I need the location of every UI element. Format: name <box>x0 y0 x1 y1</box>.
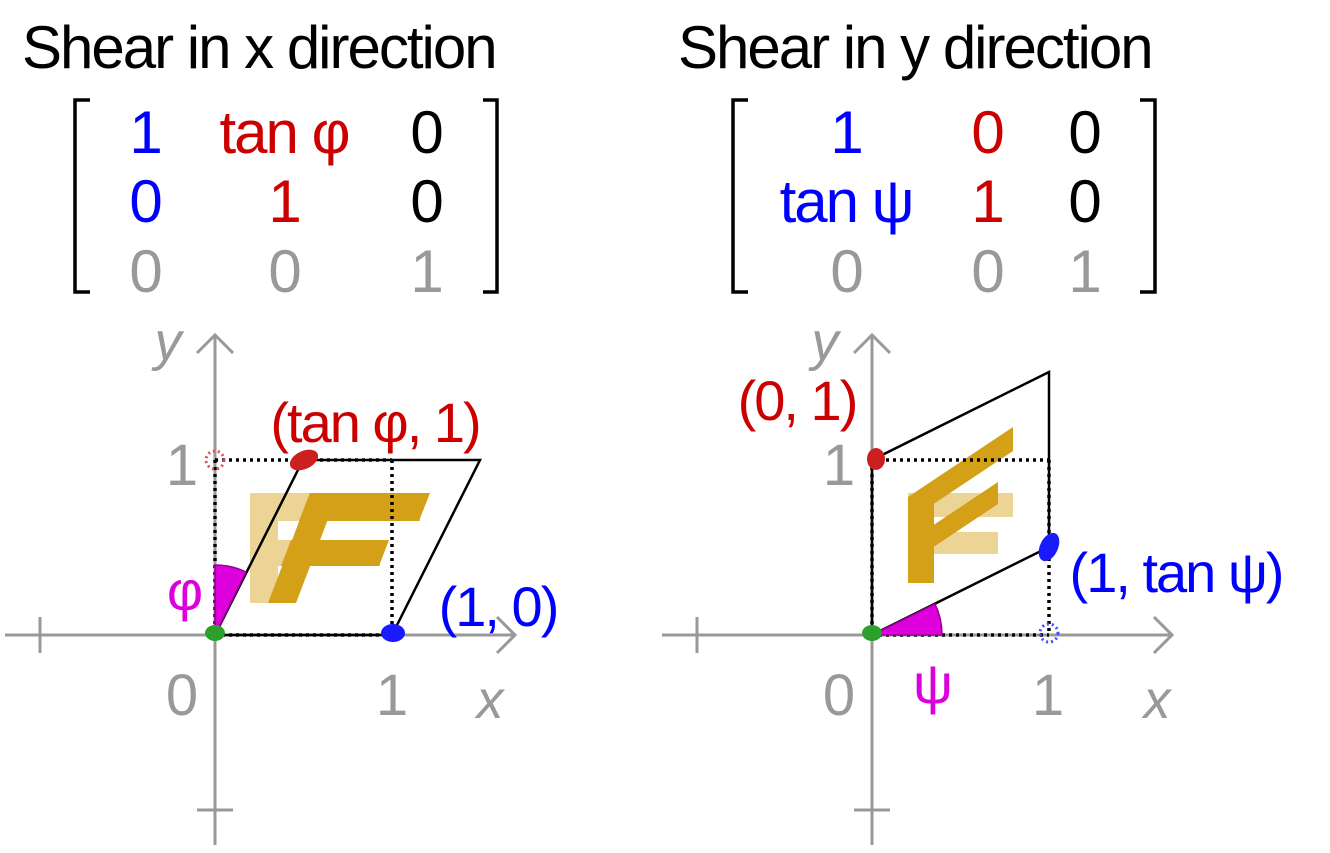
left-x-axis-arrow <box>495 615 518 655</box>
left-matrix-r2c2: 1 <box>268 168 299 235</box>
right-origin-point <box>862 625 882 641</box>
left-matrix-r2c3: 0 <box>410 168 442 235</box>
left-sheared-f <box>268 493 430 603</box>
right-right-point-label: (1, tan ψ) <box>1070 541 1283 604</box>
left-matrix-r3c2: 0 <box>268 238 300 305</box>
right-matrix-r2c1: tan ψ <box>780 168 913 235</box>
left-origin-label: 0 <box>166 663 198 728</box>
right-sheared-x-point <box>1038 532 1060 562</box>
left-panel: Shear in x direction 1 tan φ 0 0 1 0 0 0… <box>5 14 559 845</box>
left-y-axis-arrow <box>195 332 235 355</box>
left-x-tick-1-label: 1 <box>376 663 408 728</box>
left-matrix-r3c1: 0 <box>129 238 161 305</box>
left-original-y-point <box>204 449 226 471</box>
right-matrix-r2c3: 0 <box>1068 168 1100 235</box>
right-panel: Shear in y direction 1 0 0 tan ψ 1 0 0 0… <box>662 14 1284 845</box>
right-matrix-left-bracket <box>731 98 748 294</box>
right-sheared-f <box>908 427 1013 583</box>
left-matrix-right-bracket <box>483 98 499 294</box>
right-angle-wedge <box>871 602 943 636</box>
right-title: Shear in y direction <box>678 14 1152 81</box>
right-matrix-r3c2: 0 <box>971 238 1003 305</box>
right-x-tick-1-label: 1 <box>1032 663 1064 728</box>
right-origin-label: 0 <box>823 663 855 728</box>
right-matrix-r2c2: 1 <box>971 168 1002 235</box>
left-top-point-label: (tan φ, 1) <box>270 391 479 454</box>
left-angle-label: φ <box>167 559 203 622</box>
left-matrix-r1c2: tan φ <box>220 99 349 166</box>
right-y-axis-label: y <box>808 312 842 372</box>
left-right-point-label: (1, 0) <box>439 575 558 638</box>
right-top-point-label: (0, 1) <box>738 369 857 432</box>
left-origin-point <box>205 625 225 641</box>
right-matrix-r1c3: 0 <box>1068 99 1100 166</box>
left-y-axis-label: y <box>151 312 185 372</box>
left-matrix-r1c1: 1 <box>129 99 160 166</box>
right-y-point <box>867 448 885 470</box>
right-y-axis-arrow <box>852 332 892 355</box>
left-sheared-y-point <box>289 449 319 471</box>
left-matrix-r3c3: 1 <box>410 238 441 305</box>
right-angle-label: ψ <box>913 652 953 715</box>
right-original-x-point <box>1038 622 1060 644</box>
right-y-tick-1-label: 1 <box>823 433 855 498</box>
left-matrix-left-bracket <box>73 98 90 294</box>
left-title: Shear in x direction <box>22 14 496 81</box>
left-y-tick-1-label: 1 <box>166 433 198 498</box>
right-sheared-square <box>870 369 1051 638</box>
right-matrix-r1c1: 1 <box>830 99 861 166</box>
left-matrix-r1c3: 0 <box>410 99 442 166</box>
right-matrix-r3c3: 1 <box>1068 238 1099 305</box>
left-matrix-r2c1: 0 <box>129 168 161 235</box>
right-x-axis-label: x <box>1141 670 1173 730</box>
left-x-point <box>381 624 405 642</box>
right-matrix-right-bracket <box>1140 98 1157 294</box>
right-matrix-r3c1: 0 <box>830 238 862 305</box>
right-matrix-r1c2: 0 <box>971 99 1003 166</box>
right-x-axis-arrow <box>1152 615 1175 655</box>
left-sheared-square <box>212 458 483 637</box>
left-x-axis-label: x <box>474 670 506 730</box>
left-angle-wedge <box>214 564 248 636</box>
